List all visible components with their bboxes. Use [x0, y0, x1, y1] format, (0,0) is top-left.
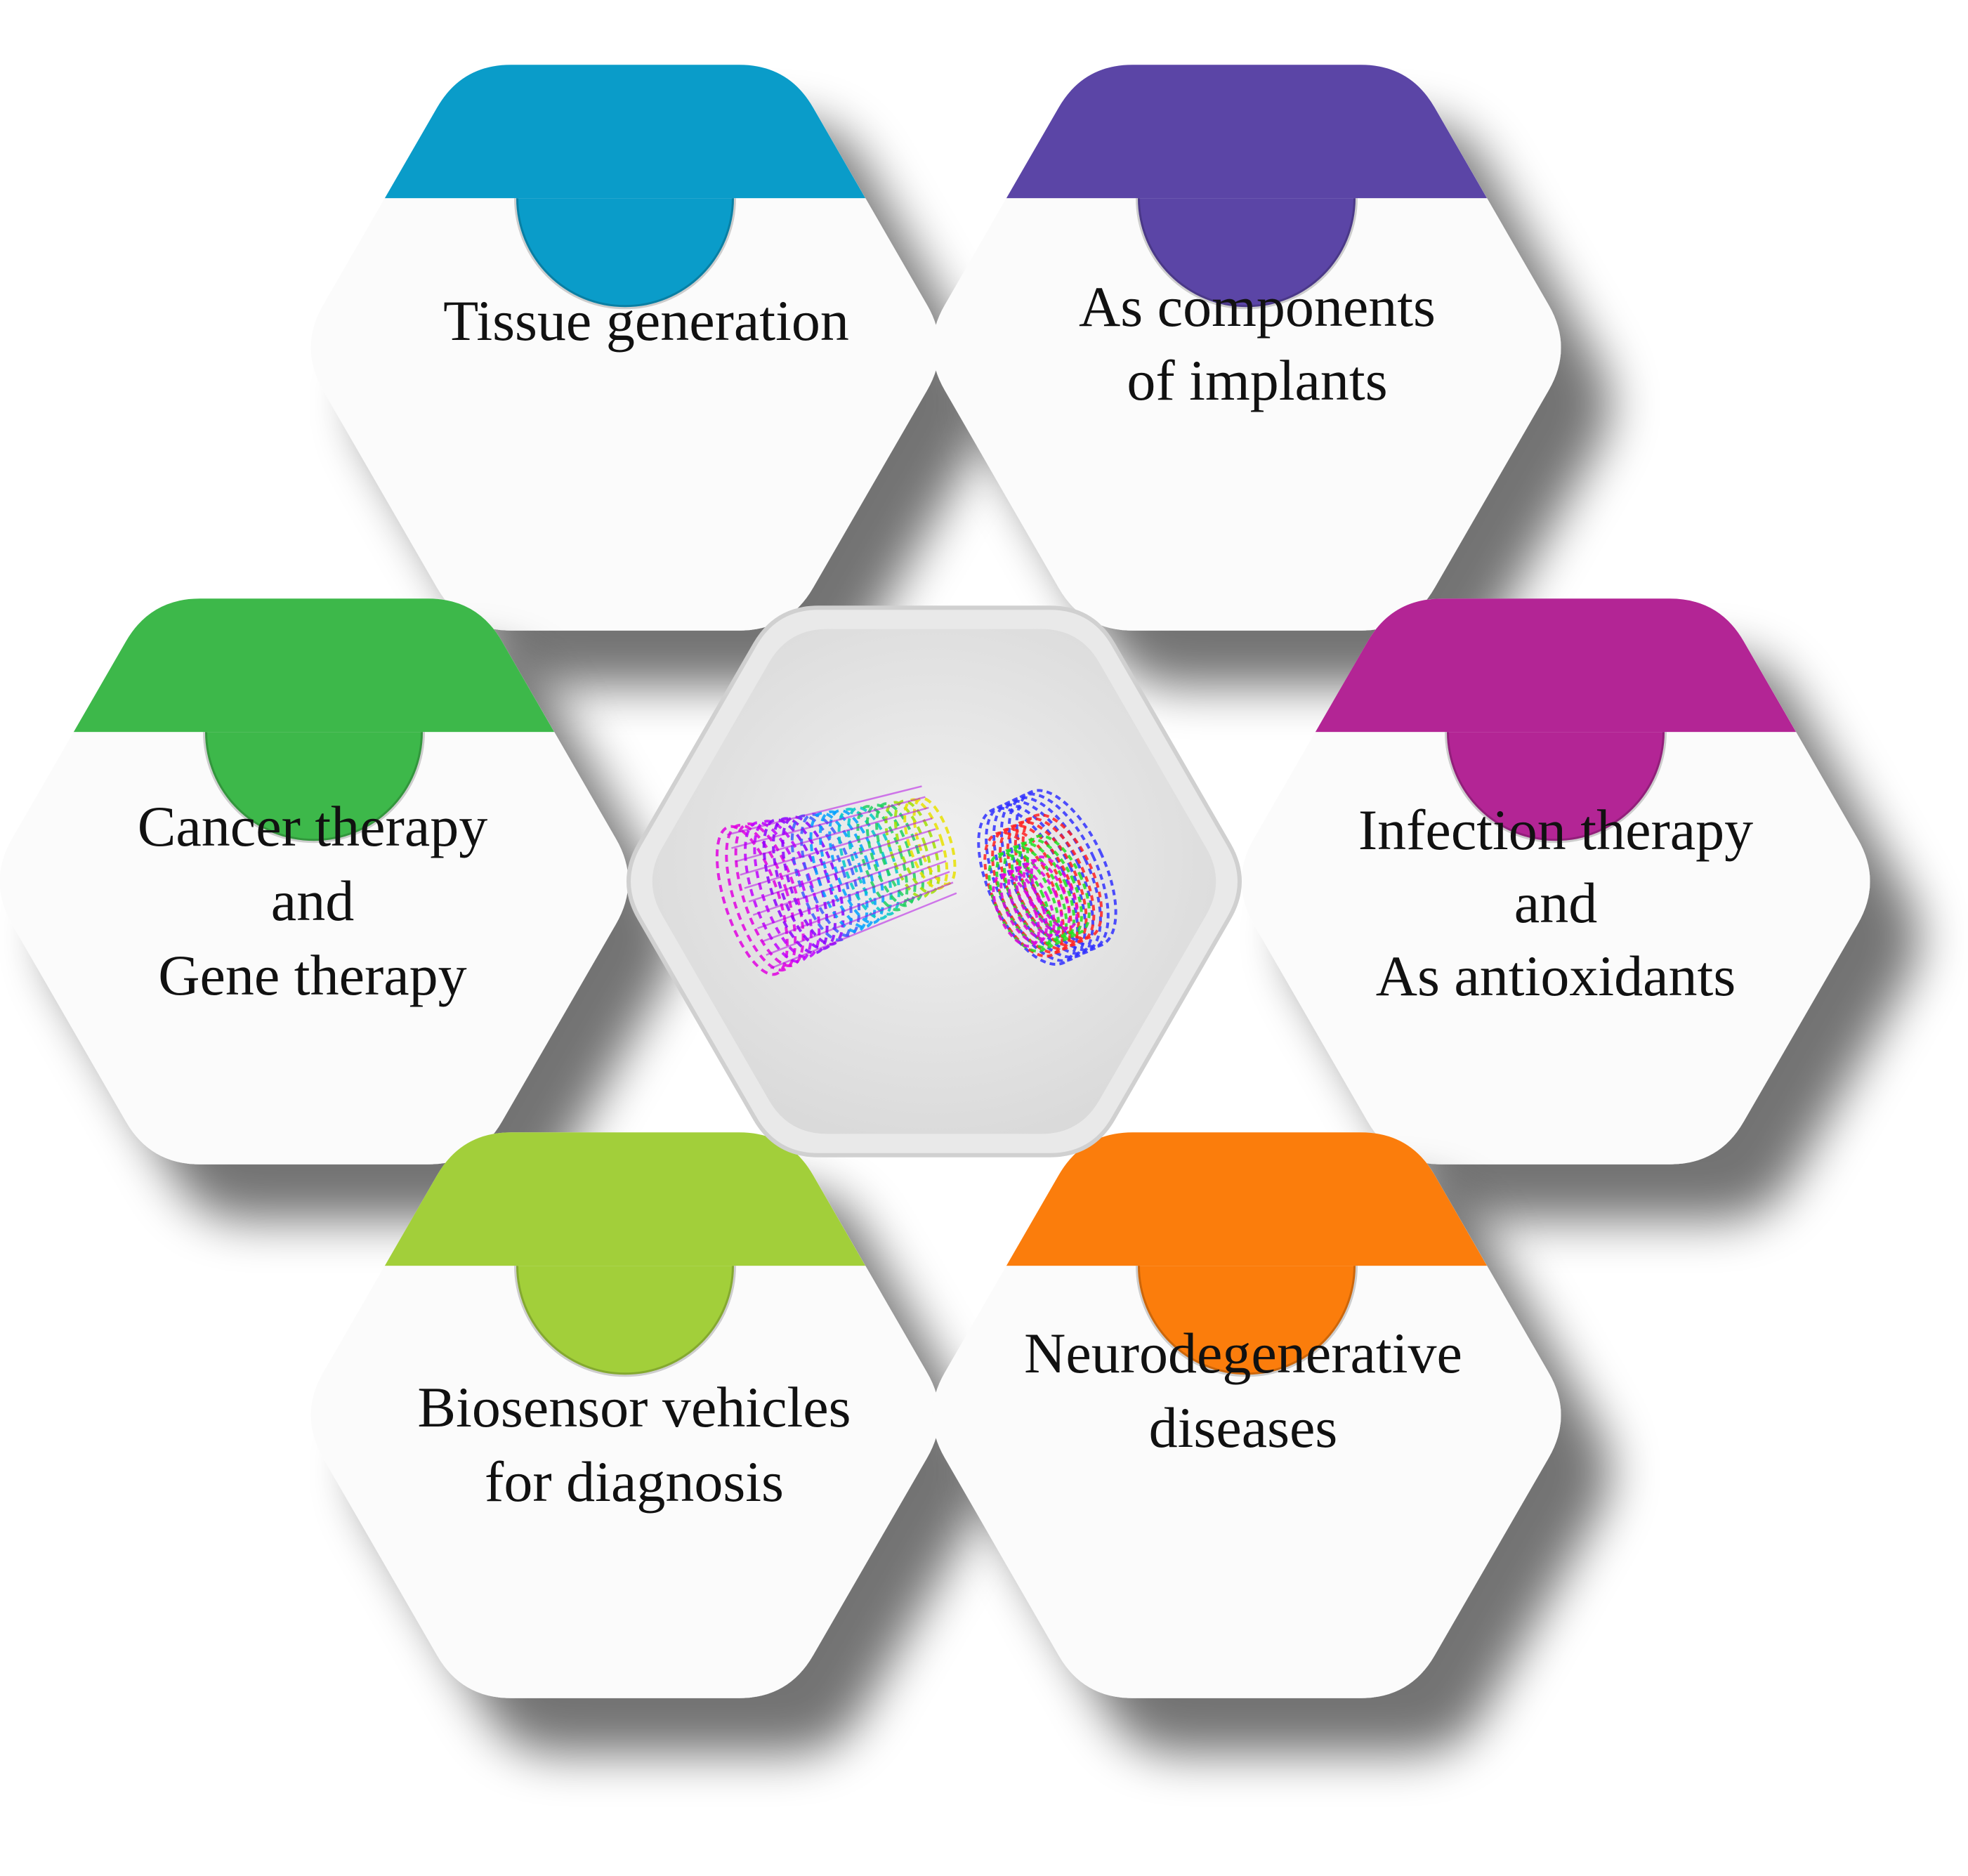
color-tab: [516, 198, 734, 308]
hexagon-implants: As components of implants: [932, 65, 1561, 631]
hexagon-infection-antioxidants: Infection therapy and As antioxidants: [1241, 598, 1870, 1165]
hexagon-label-line: for diagnosis: [485, 1450, 784, 1514]
center-hexagon: [627, 605, 1242, 1157]
color-cap: [310, 65, 940, 199]
carbon-nanotube-illustration: [715, 785, 1117, 976]
hexagon-label-line: and: [271, 869, 354, 933]
hexagon-label-line: As components: [1079, 275, 1436, 339]
hexagon-label-line: Biosensor vehicles: [417, 1375, 851, 1439]
hexagon-neurodegenerative: Neurodegenerative diseases: [932, 1132, 1561, 1698]
hexagon-label-line: Infection therapy: [1358, 798, 1753, 862]
color-tab: [516, 1266, 734, 1375]
hexagon-label-line: As antioxidants: [1376, 944, 1736, 1008]
hexagon-label-line: diseases: [1149, 1396, 1338, 1460]
color-tab: [1138, 198, 1356, 308]
hexagon-biosensor: Biosensor vehicles for diagnosis: [310, 1132, 940, 1698]
color-cap: [932, 65, 1561, 199]
hexagon-label-line: and: [1514, 871, 1597, 935]
color-tab: [1138, 1266, 1356, 1375]
hexagon-tissue-generation: Tissue generation: [310, 65, 940, 631]
hexagon-label-line: Neurodegenerative: [1024, 1321, 1462, 1385]
hexagon-label-line: of implants: [1127, 348, 1387, 412]
color-tab: [1447, 732, 1665, 841]
hexagon-label-line: Cancer therapy: [138, 794, 488, 858]
hexagon-label-line: Gene therapy: [158, 943, 466, 1007]
color-tab: [205, 732, 423, 841]
hexagon-label-line: Tissue generation: [443, 289, 849, 353]
